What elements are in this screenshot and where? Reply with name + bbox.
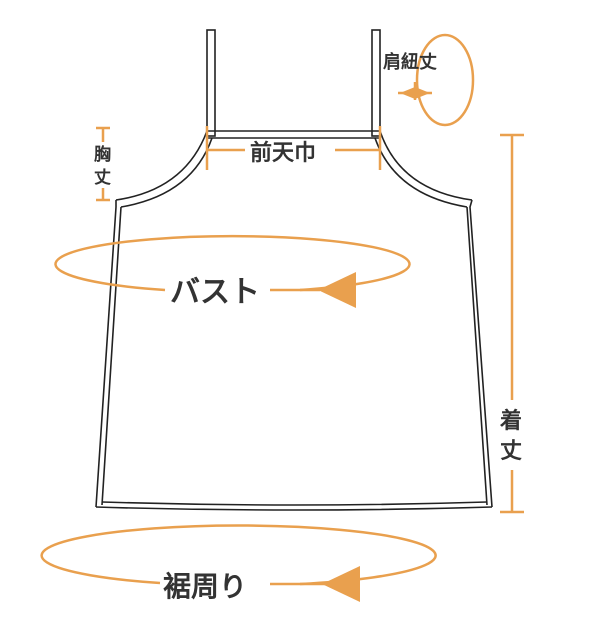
- strap-measure-loop: [415, 33, 475, 127]
- left-side-seam: [95, 200, 122, 508]
- right-armhole: [374, 130, 473, 208]
- hem-arrow-icon: [322, 566, 360, 602]
- front-width-label: 前天巾: [250, 140, 316, 166]
- chest-length-label-2: 丈: [94, 168, 111, 188]
- left-armhole: [115, 130, 213, 208]
- hem-loop: [40, 524, 437, 586]
- length-label-2: 丈: [500, 439, 522, 464]
- length-label-1: 着: [499, 408, 522, 434]
- hem-label: 裾周り: [163, 570, 247, 603]
- neckline: [207, 130, 380, 139]
- bust-loop: [54, 234, 411, 292]
- strap-length-label: 肩紐丈: [383, 51, 437, 73]
- right-side-seam: [466, 199, 493, 508]
- camisole-outline: [95, 29, 493, 511]
- front-width-line: [205, 126, 382, 170]
- chest-length-label-1: 胸: [94, 144, 111, 165]
- right-strap: [371, 29, 381, 137]
- bust-arrow-icon: [318, 272, 356, 308]
- bust-label: バスト: [170, 275, 260, 310]
- total-length-line: [500, 133, 524, 514]
- chest-length-line: [96, 126, 110, 202]
- hem-line: [95, 501, 493, 511]
- strap-arrowhead-icon: [400, 87, 430, 99]
- left-strap: [206, 29, 216, 137]
